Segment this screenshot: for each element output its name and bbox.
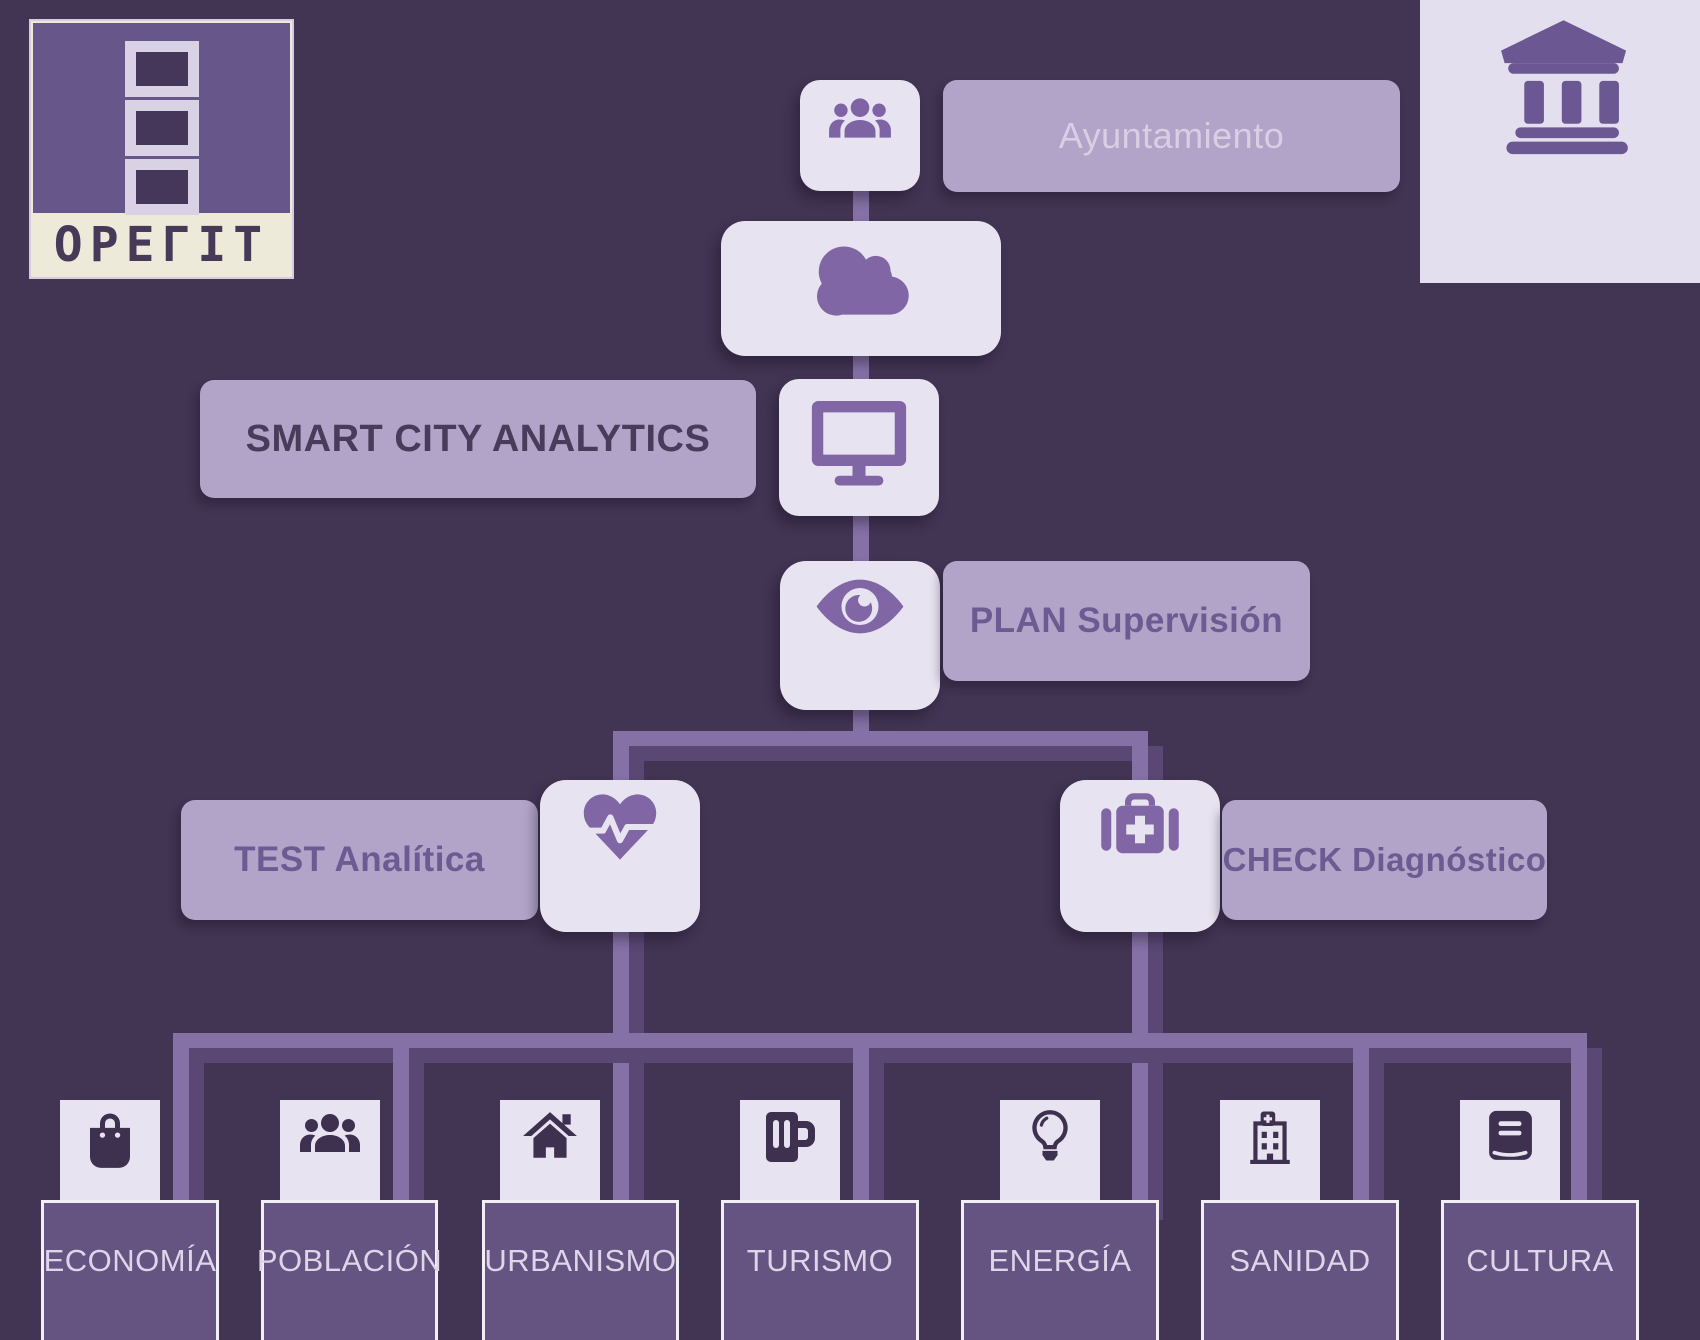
sector-label: ECONOMÍA — [43, 1243, 217, 1278]
sector-label: SANIDAD — [1229, 1243, 1371, 1278]
heart-pulse-icon — [581, 792, 659, 862]
sector-label: POBLACIÓN — [256, 1243, 443, 1278]
monitor-icon — [807, 394, 911, 486]
sector-tile-poblacion — [280, 1100, 380, 1200]
hospital-icon — [1244, 1109, 1296, 1167]
logo-segment-stack-icon — [125, 41, 199, 218]
citizens-group-icon — [827, 94, 893, 144]
sector-label: TURISMO — [746, 1243, 894, 1278]
plan-supervision-text: PLAN Supervisión — [969, 601, 1284, 640]
institution-panel — [1420, 0, 1700, 283]
sector-box-cultura: CULTURA — [1441, 1200, 1639, 1340]
sector-tile-energia — [1000, 1100, 1100, 1200]
drop-poblacion-line — [393, 1033, 409, 1205]
cloud-node — [721, 221, 1001, 356]
check-diagnostico-label: CHECK Diagnóstico — [1222, 800, 1547, 920]
people-icon — [298, 1109, 362, 1159]
ayuntamiento-label: Ayuntamiento — [943, 80, 1400, 192]
eye-node — [780, 561, 940, 710]
sector-box-economia: ECONOMÍA — [41, 1200, 219, 1340]
cloud-icon — [804, 238, 918, 320]
drop-turismo-line — [853, 1033, 869, 1205]
first-aid-kit-icon — [1099, 792, 1181, 862]
sector-label: URBANISMO — [484, 1243, 677, 1278]
branch-horizontal-line — [613, 731, 1148, 746]
check-diagnostico-text: CHECK Diagnóstico — [1222, 841, 1547, 878]
eye-icon — [814, 578, 906, 635]
check-node — [1060, 780, 1220, 932]
citizens-node — [800, 80, 920, 191]
test-node — [540, 780, 700, 932]
plan-supervision-label: PLAN Supervisión — [943, 561, 1310, 681]
book-icon — [1486, 1109, 1534, 1167]
logo-wordmark: OPEΓIT — [53, 217, 270, 273]
test-analitica-text: TEST Analítica — [234, 840, 485, 879]
house-icon — [521, 1109, 579, 1163]
monitor-node — [779, 379, 939, 516]
drop-cultura-line — [1571, 1033, 1587, 1205]
smart-city-analytics-label: SMART CITY ANALYTICS — [200, 380, 756, 498]
openit-logo: OPEΓIT — [29, 19, 294, 279]
sector-tile-sanidad — [1220, 1100, 1320, 1200]
beer-mug-icon — [763, 1109, 817, 1165]
smart-city-analytics-text: SMART CITY ANALYTICS — [245, 417, 711, 460]
sector-tile-cultura — [1460, 1100, 1560, 1200]
sector-tile-turismo — [740, 1100, 840, 1200]
sector-label: ENERGÍA — [988, 1243, 1132, 1278]
sector-box-energia: ENERGÍA — [961, 1200, 1159, 1340]
ayuntamiento-text: Ayuntamiento — [1058, 115, 1285, 156]
drop-economia-line — [173, 1033, 189, 1205]
sector-box-turismo: TURISMO — [721, 1200, 919, 1340]
sector-horizontal-line — [173, 1033, 1587, 1048]
logo-pixel-screen — [33, 23, 290, 215]
sector-tile-economia — [60, 1100, 160, 1200]
test-analitica-label: TEST Analítica — [181, 800, 538, 920]
drop-sanidad-line — [1353, 1033, 1369, 1205]
sector-tile-urbanismo — [500, 1100, 600, 1200]
sector-box-poblacion: POBLACIÓN — [257, 1200, 442, 1340]
lightbulb-icon — [1028, 1109, 1072, 1167]
shopping-bag-icon — [84, 1109, 136, 1169]
bank-building-icon — [1485, 12, 1635, 157]
sector-box-sanidad: SANIDAD — [1201, 1200, 1399, 1340]
sector-box-urbanismo: URBANISMO — [482, 1200, 679, 1340]
sector-label: CULTURA — [1466, 1243, 1614, 1278]
